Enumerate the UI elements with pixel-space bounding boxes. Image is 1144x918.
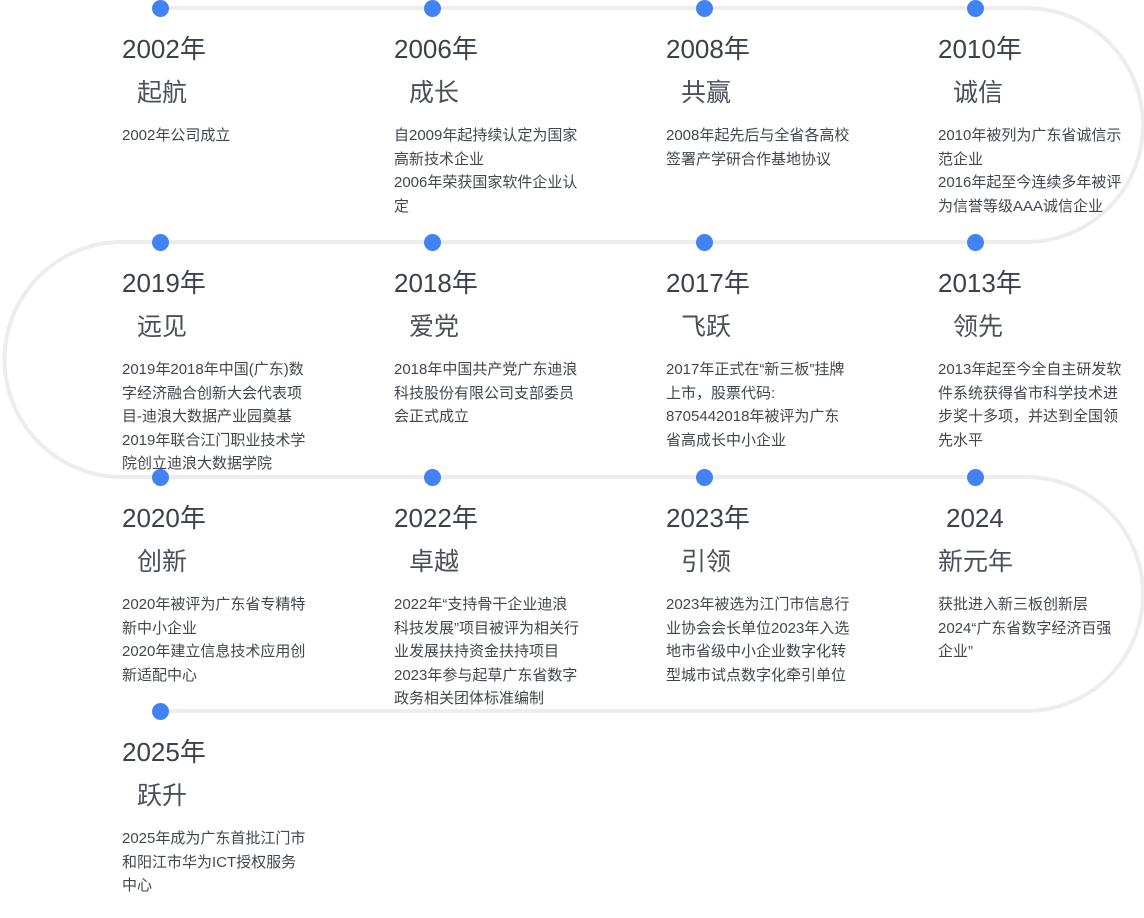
- timeline-item-2006: 2006年 成长 自2009年起持续认定为国家高新技术企业 2006年荣获国家软…: [394, 32, 606, 218]
- timeline-node-dot: [966, 468, 984, 486]
- milestone-description: 2018年中国共产党广东迪浪科技股份有限公司支部委员会正式成立: [394, 358, 582, 429]
- timeline-item-2013: 2013年 领先 2013年起至今全自主研发软件系统获得省市科学技术进步奖十多项…: [938, 266, 1144, 452]
- milestone-year: 2022年: [394, 503, 478, 533]
- milestone-description: 2002年公司成立: [122, 124, 310, 148]
- timeline-item-2025: 2025年 跃升 2025年成为广东首批江门市和阳江市华为ICT授权服务中心: [122, 735, 334, 898]
- description-line: 2002年公司成立: [122, 127, 231, 144]
- description-line: 2010年被列为广东省诚信示范企业: [938, 127, 1122, 168]
- milestone-title: 飞跃: [681, 313, 732, 341]
- milestone-title: 远见: [137, 313, 188, 341]
- milestone-year: 2024: [946, 503, 1004, 533]
- timeline-node-dot: [151, 468, 169, 486]
- milestone-title: 领先: [953, 313, 1004, 341]
- milestone-year: 2013年: [938, 268, 1022, 298]
- timeline-node-dot: [966, 0, 984, 17]
- milestone-year: 2010年: [938, 34, 1022, 64]
- milestone-year: 2002年: [122, 34, 206, 64]
- description-line: 2020年被评为广东省专精特新中小企业: [122, 596, 306, 637]
- description-line: 2016年起至今连续多年被评为信誉等级AAA诚信企业: [938, 174, 1122, 215]
- timeline-node-dot: [695, 468, 713, 486]
- description-line: 2019年2018年中国(广东)数字经济融合创新大会代表项目-迪浪大数据产业园奠…: [122, 361, 304, 425]
- description-line: 2023年被选为江门市信息行业协会会长单位2023年入选地市省级中小企业数字化转…: [666, 596, 850, 684]
- milestone-year: 2019年: [122, 268, 206, 298]
- timeline-item-2008: 2008年 共赢 2008年起先后与全省各高校签署产学研合作基地协议: [666, 32, 878, 171]
- description-line: 2013年起至今全自主研发软件系统获得省市科学技术进步奖十多项，并达到全国领先水…: [938, 361, 1122, 449]
- description-line: 自2009年起持续认定为国家高新技术企业: [394, 127, 578, 168]
- timeline-node-dot: [151, 0, 169, 17]
- timeline-item-2010: 2010年 诚信 2010年被列为广东省诚信示范企业 2016年起至今连续多年被…: [938, 32, 1144, 218]
- milestone-title: 起航: [137, 79, 188, 107]
- milestone-title: 新元年: [938, 548, 1014, 576]
- milestone-year: 2018年: [394, 268, 478, 298]
- milestone-year: 2006年: [394, 34, 478, 64]
- milestone-description: 2010年被列为广东省诚信示范企业 2016年起至今连续多年被评为信誉等级AAA…: [938, 124, 1126, 218]
- milestone-description: 2022年“支持骨干企业迪浪科技发展”项目被评为相关行业发展扶持资金扶持项目 2…: [394, 593, 582, 711]
- description-line: 2018年中国共产党广东迪浪科技股份有限公司支部委员会正式成立: [394, 361, 578, 425]
- description-line: 2020年建立信息技术应用创新适配中心: [122, 643, 306, 684]
- timeline-node-dot: [966, 233, 984, 251]
- description-line: 2017年正式在“新三板”挂牌上市，股票代码: 8705442018年被评为广东…: [666, 361, 845, 449]
- milestone-description: 2025年成为广东首批江门市和阳江市华为ICT授权服务中心: [122, 827, 310, 898]
- timeline-snake-line: [2, 6, 1144, 713]
- milestone-title: 跃升: [137, 782, 188, 810]
- timeline-node-dot: [151, 702, 169, 720]
- timeline-item-2023: 2023年 引领 2023年被选为江门市信息行业协会会长单位2023年入选地市省…: [666, 501, 878, 687]
- description-line: 2025年成为广东首批江门市和阳江市华为ICT授权服务中心: [122, 830, 306, 894]
- milestone-description: 2023年被选为江门市信息行业协会会长单位2023年入选地市省级中小企业数字化转…: [666, 593, 854, 687]
- milestone-description: 2008年起先后与全省各高校签署产学研合作基地协议: [666, 124, 854, 171]
- timeline-item-2002: 2002年 起航 2002年公司成立: [122, 32, 334, 148]
- description-line: 获批进入新三板创新层: [938, 596, 1089, 613]
- timeline-node-dot: [423, 0, 441, 17]
- description-line: 2024“广东省数字经济百强企业”: [938, 619, 1112, 661]
- description-line: 2006年荣获国家软件企业认定: [394, 174, 578, 215]
- timeline-node-dot: [695, 233, 713, 251]
- milestone-description: 2020年被评为广东省专精特新中小企业 2020年建立信息技术应用创新适配中心: [122, 593, 310, 687]
- timeline-item-2017: 2017年 飞跃 2017年正式在“新三板”挂牌上市，股票代码: 8705442…: [666, 266, 878, 452]
- milestone-year: 2008年: [666, 34, 750, 64]
- description-line: 2023年参与起草广东省数字政务相关团体标准编制: [394, 666, 578, 708]
- milestone-description: 2017年正式在“新三板”挂牌上市，股票代码: 8705442018年被评为广东…: [666, 358, 854, 452]
- milestone-description: 2013年起至今全自主研发软件系统获得省市科学技术进步奖十多项，并达到全国领先水…: [938, 358, 1126, 452]
- milestone-title: 成长: [409, 79, 460, 107]
- description-line: 2022年“支持骨干企业迪浪科技发展”项目被评为相关行业发展扶持资金扶持项目: [394, 596, 579, 660]
- milestone-description: 获批进入新三板创新层 2024“广东省数字经济百强企业”: [938, 593, 1126, 664]
- milestone-year: 2017年: [666, 268, 750, 298]
- description-line: 2008年起先后与全省各高校签署产学研合作基地协议: [666, 127, 850, 168]
- timeline-node-dot: [423, 233, 441, 251]
- milestone-description: 自2009年起持续认定为国家高新技术企业 2006年荣获国家软件企业认定: [394, 124, 582, 218]
- timeline-item-2024: 2024 新元年 获批进入新三板创新层 2024“广东省数字经济百强企业”: [938, 501, 1144, 664]
- timeline-node-dot: [151, 233, 169, 251]
- timeline-item-2019: 2019年 远见 2019年2018年中国(广东)数字经济融合创新大会代表项目-…: [122, 266, 334, 476]
- milestone-title: 引领: [681, 548, 732, 576]
- milestone-title: 诚信: [953, 79, 1004, 107]
- milestone-title: 创新: [137, 548, 188, 576]
- timeline-item-2018: 2018年 爱党 2018年中国共产党广东迪浪科技股份有限公司支部委员会正式成立: [394, 266, 606, 429]
- timeline-node-dot: [695, 0, 713, 17]
- milestone-year: 2023年: [666, 503, 750, 533]
- timeline-item-2022: 2022年 卓越 2022年“支持骨干企业迪浪科技发展”项目被评为相关行业发展扶…: [394, 501, 606, 711]
- milestone-description: 2019年2018年中国(广东)数字经济融合创新大会代表项目-迪浪大数据产业园奠…: [122, 358, 310, 476]
- timeline-node-dot: [423, 468, 441, 486]
- milestone-title: 爱党: [409, 313, 460, 341]
- milestone-year: 2020年: [122, 503, 206, 533]
- description-line: 2019年联合江门职业技术学院创立迪浪大数据学院: [122, 431, 306, 473]
- milestone-year: 2025年: [122, 737, 206, 767]
- milestone-title: 卓越: [409, 548, 460, 576]
- milestone-title: 共赢: [681, 79, 732, 107]
- timeline-item-2020: 2020年 创新 2020年被评为广东省专精特新中小企业 2020年建立信息技术…: [122, 501, 334, 687]
